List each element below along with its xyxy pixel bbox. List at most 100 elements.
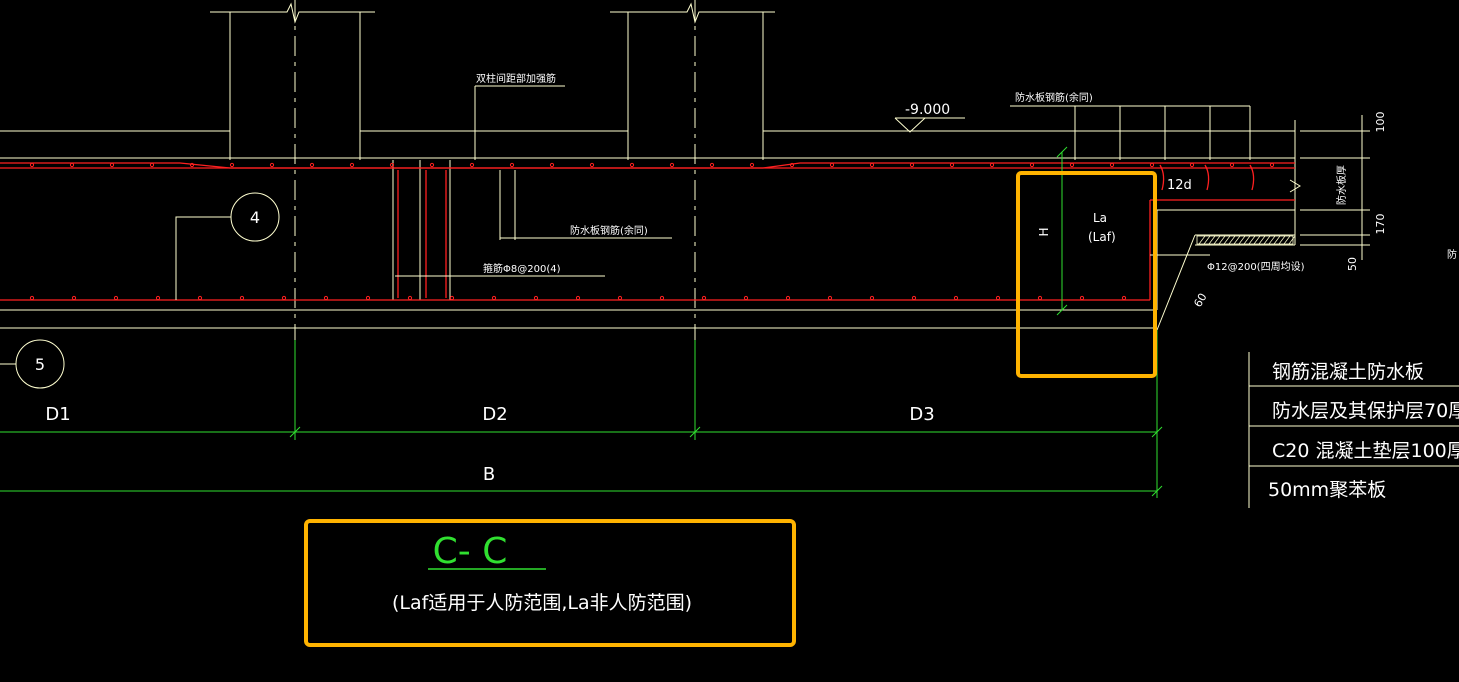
rebar-dot — [323, 295, 329, 301]
rebar-dot — [629, 162, 635, 168]
rebar-dots — [29, 162, 1275, 301]
column-rebar-note: 双柱间距部加强筋 — [476, 72, 556, 85]
hatch-line — [1288, 235, 1296, 245]
rebar-dot — [29, 162, 35, 168]
callout-4 — [175, 192, 280, 300]
hatch-line — [1263, 235, 1271, 245]
rebar-dot — [1149, 162, 1155, 168]
rebar-dot — [149, 162, 155, 168]
rebar-dot — [407, 295, 413, 301]
hatch-line — [1258, 235, 1266, 245]
highlight-box-title — [304, 519, 796, 647]
rebar-dot — [659, 295, 665, 301]
h-dimension — [1056, 146, 1068, 316]
rebar-dot — [995, 295, 1001, 301]
thickness-label: 防水板厚 — [1335, 165, 1348, 205]
hatch-line — [1253, 235, 1261, 245]
hatch-line — [1228, 235, 1236, 245]
anchor-laf-label: (Laf) — [1088, 230, 1116, 244]
wp-rebar-leaders — [395, 85, 1251, 277]
hatch-line — [1203, 235, 1211, 245]
rebar-dot — [589, 162, 595, 168]
rebar-dot — [1109, 162, 1115, 168]
rebar-dot — [549, 162, 555, 168]
rebar-dot — [389, 162, 395, 168]
rebar-dot — [113, 295, 119, 301]
axis-lines — [294, 0, 696, 340]
rebar-dot — [909, 162, 915, 168]
legend-row-4: 50mm聚苯板 — [1268, 479, 1386, 501]
highlight-box-anchor — [1016, 171, 1157, 378]
height-h-label: H — [1037, 227, 1051, 236]
hatch-line — [1243, 235, 1251, 245]
callout-5-number: 5 — [35, 355, 45, 374]
dim-50: 50 — [1346, 257, 1359, 271]
rebar-dot — [491, 295, 497, 301]
wp-rebar-top-note: 防水板钢筋(余同) — [1015, 91, 1093, 104]
rebar-dot — [239, 295, 245, 301]
legend-row-2: 防水层及其保护层70厚 — [1272, 400, 1459, 422]
rebar-dot — [1079, 295, 1085, 301]
hatch-line — [1218, 235, 1226, 245]
hatch-line — [1283, 235, 1291, 245]
thickness-dims — [1289, 115, 1370, 260]
hatch-line — [1213, 235, 1221, 245]
section-note: (Laf适用于人防范围,La非人防范围) — [392, 592, 692, 614]
rebar-dot — [197, 295, 203, 301]
legend-row-1: 钢筋混凝土防水板 — [1272, 361, 1424, 383]
dimension-d3: D3 — [909, 404, 934, 425]
callout-5 — [0, 339, 65, 389]
rebar-dot — [1037, 295, 1043, 301]
slab-outline — [0, 120, 1296, 331]
rebar-dot — [575, 295, 581, 301]
column-left — [210, 2, 375, 160]
rebar-dot — [829, 162, 835, 168]
hook-length-label: 12d — [1167, 178, 1192, 193]
dimension-lines — [0, 330, 1163, 498]
dimension-b: B — [483, 464, 495, 485]
rebar-dot — [1189, 162, 1195, 168]
stirrup-note: 箍筋Φ8@200(4) — [483, 262, 561, 275]
rebar-dot — [429, 162, 435, 168]
rebar-dot — [1229, 162, 1235, 168]
hatch-line — [1248, 235, 1256, 245]
rebar-dot — [789, 162, 795, 168]
hatch-line — [1223, 235, 1231, 245]
rebar-dot — [1269, 162, 1275, 168]
rebar-dot — [1069, 162, 1075, 168]
elevation-label: -9.000 — [905, 102, 950, 118]
angle-label: 60 — [1191, 291, 1209, 310]
dimension-d2: D2 — [482, 404, 507, 425]
rebar-dot — [617, 295, 623, 301]
callout-4-number: 4 — [250, 208, 260, 227]
rebar-dot — [449, 295, 455, 301]
section-title: C- C — [433, 531, 508, 572]
rebar-dot — [709, 162, 715, 168]
anchor-la-label: La — [1093, 211, 1107, 225]
rebar-dot — [365, 295, 371, 301]
hatch-line — [1273, 235, 1281, 245]
rebar-dot — [869, 295, 875, 301]
rebar-dot — [29, 295, 35, 301]
rebar-dot — [1121, 295, 1127, 301]
hatch-line — [1238, 235, 1246, 245]
rebar-dot — [749, 162, 755, 168]
hatch-line — [1268, 235, 1276, 245]
rebar-dot — [309, 162, 315, 168]
rebar-dot — [701, 295, 707, 301]
rebar-dot — [189, 162, 195, 168]
rebar-dot — [71, 295, 77, 301]
legend-table — [1150, 254, 1459, 508]
rebar-dot — [509, 162, 515, 168]
column-right — [610, 2, 775, 160]
rebar-dot — [949, 162, 955, 168]
rebar-dot — [1029, 162, 1035, 168]
rebar-dot — [269, 162, 275, 168]
rebar-dot — [989, 162, 995, 168]
hatch-line — [1208, 235, 1216, 245]
legend-row-3: C20 混凝土垫层100厚 — [1272, 440, 1459, 462]
rebar-dot — [785, 295, 791, 301]
rebar-dot — [953, 295, 959, 301]
dimension-d1: D1 — [45, 404, 70, 425]
